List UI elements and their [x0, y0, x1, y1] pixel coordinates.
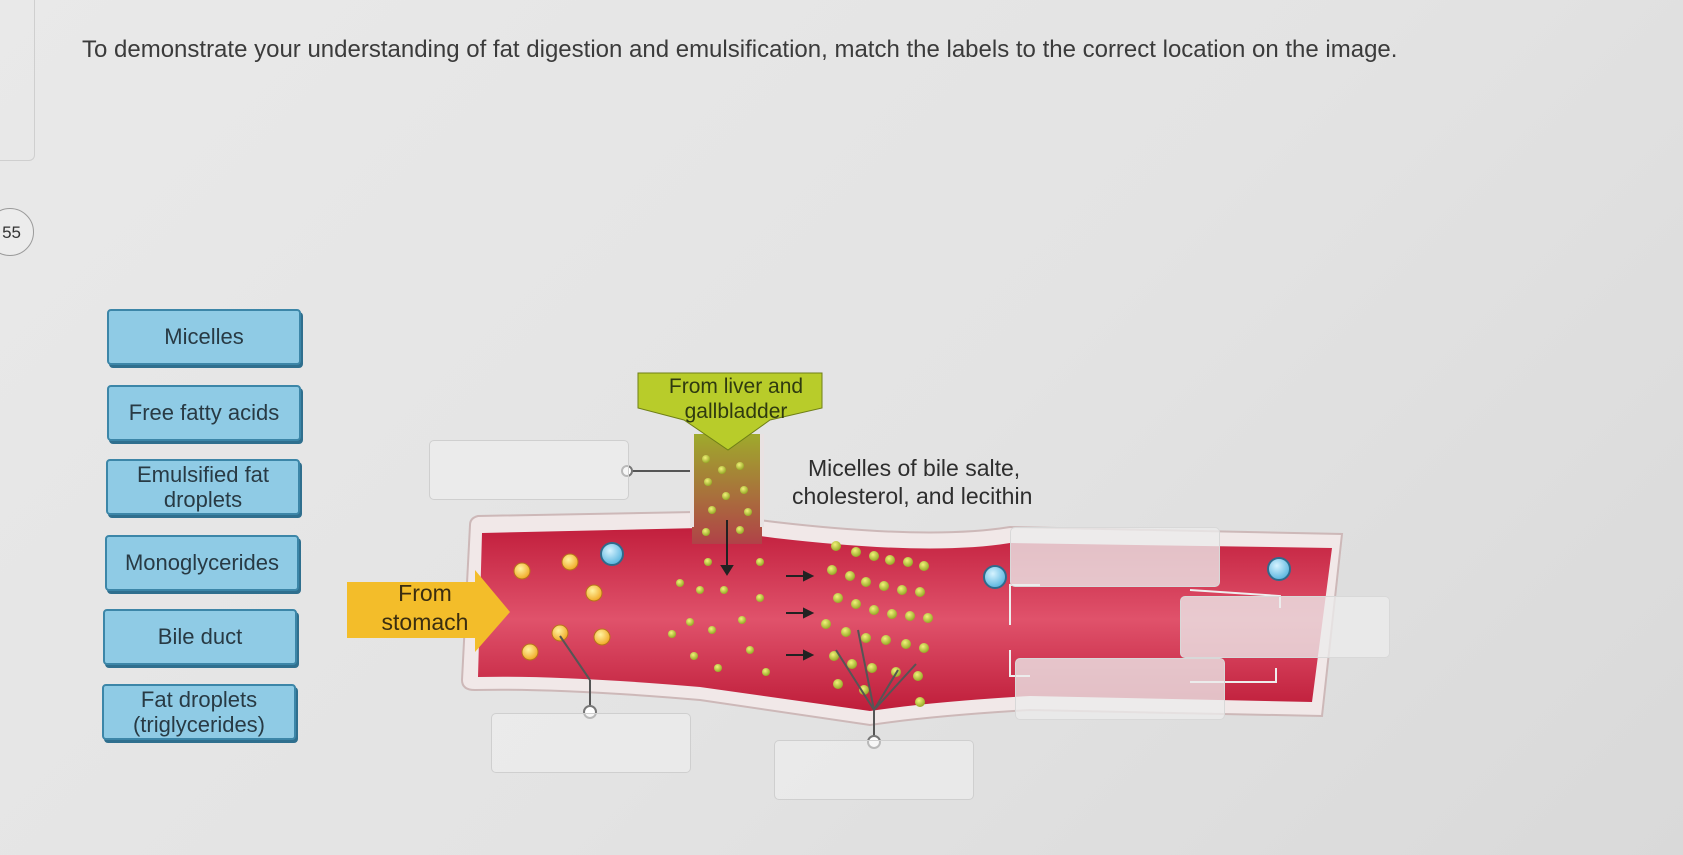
blue-micelle	[1267, 557, 1291, 581]
micelle-cluster	[821, 541, 933, 707]
label-chip-free-fatty-acids[interactable]: Free fatty acids	[107, 385, 301, 441]
fat-droplets	[513, 553, 611, 661]
drop-zone-lower-right[interactable]	[1015, 658, 1225, 720]
drop-zone-lower-center[interactable]	[774, 740, 974, 800]
stomach-arrow-text-2: stomach	[382, 609, 469, 635]
drop-zone-far-right[interactable]	[1180, 596, 1390, 658]
micelles-note-line-1: Micelles of bile salte,	[808, 455, 1020, 481]
label-chip-fat-droplets-triglycerides[interactable]: Fat droplets(triglycerides)	[102, 684, 296, 740]
question-prompt: To demonstrate your understanding of fat…	[82, 36, 1398, 63]
liver-arrow-text-1: From liver and	[669, 375, 803, 398]
drop-zone-bile-duct[interactable]	[429, 440, 629, 500]
label-chip-bile-duct[interactable]: Bile duct	[103, 609, 297, 665]
emulsified-droplets	[668, 455, 770, 676]
drop-zone-lower-left[interactable]	[491, 713, 691, 773]
left-panel-edge	[0, 0, 35, 161]
drop-zone-upper-right[interactable]	[1010, 527, 1220, 587]
pointer-lines	[559, 470, 917, 740]
flow-arrows	[720, 520, 815, 661]
label-chip-monoglycerides[interactable]: Monoglycerides	[105, 535, 299, 591]
blue-micelle	[600, 542, 624, 566]
label-chip-micelles[interactable]: Micelles	[107, 309, 301, 365]
liver-arrow-text-2: gallbladder	[685, 400, 788, 423]
micelles-note-line-2: cholesterol, and lecithin	[792, 483, 1032, 509]
stomach-arrow-text-1: From	[398, 580, 452, 606]
stomach-arrow	[347, 570, 510, 652]
liver-arrow	[637, 372, 823, 451]
blue-micelle	[983, 565, 1007, 589]
